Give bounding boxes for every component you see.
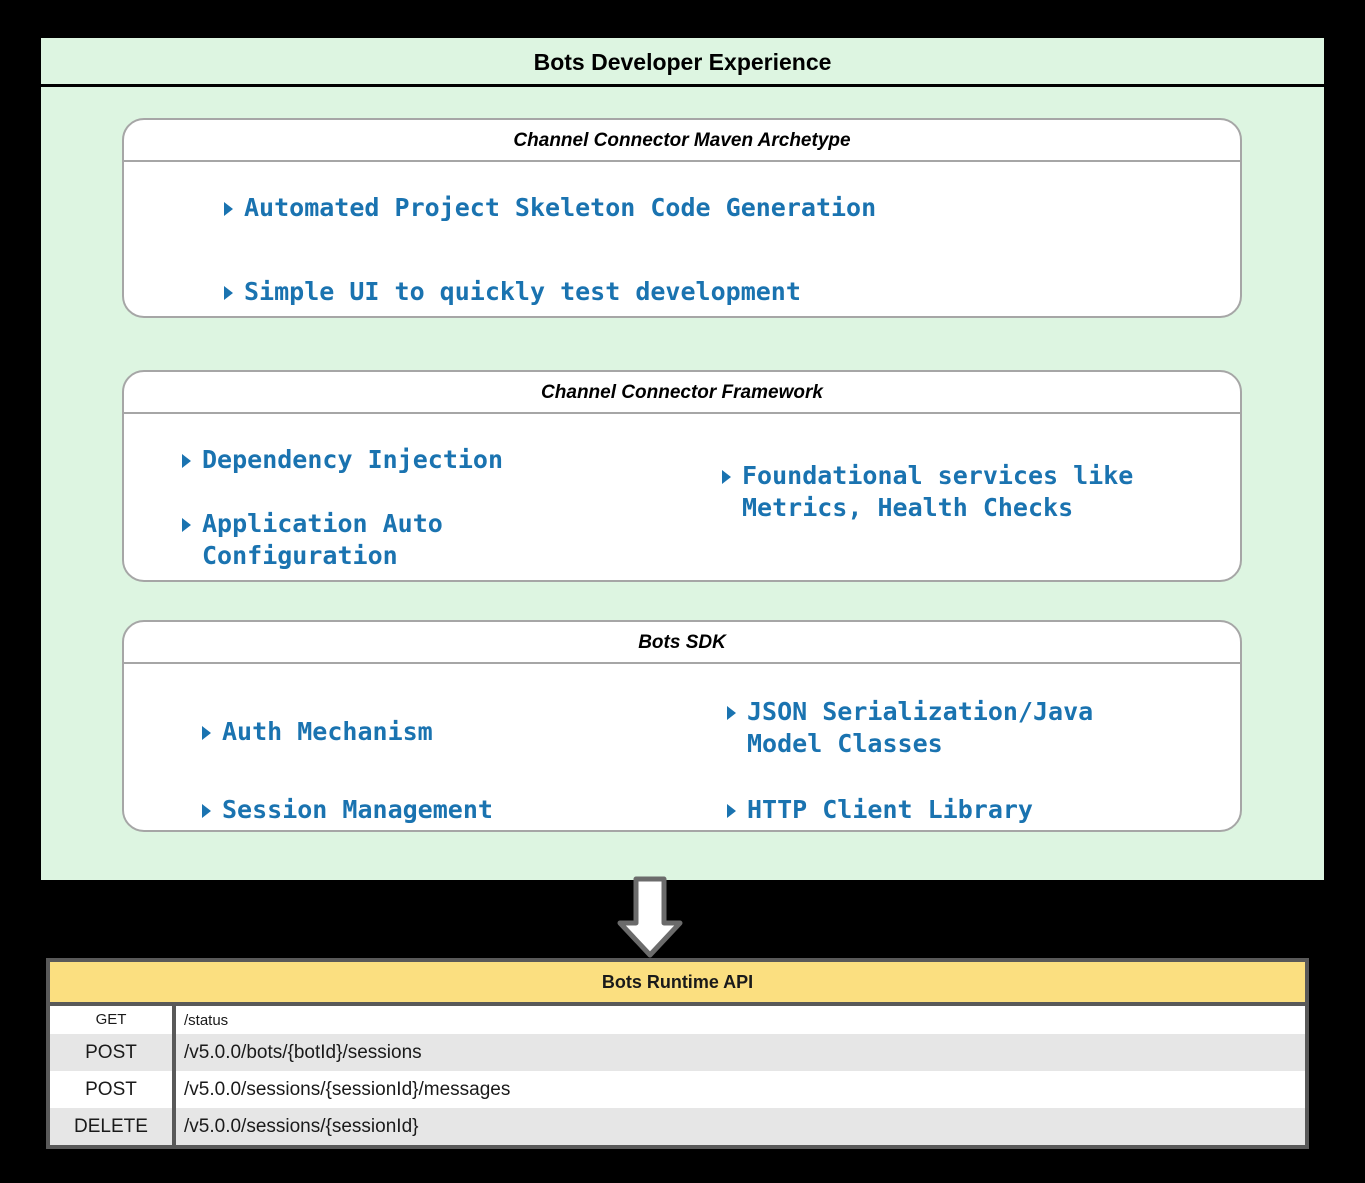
- list-item-label: Auth Mechanism: [222, 717, 433, 746]
- list-item: Session Management: [202, 794, 715, 826]
- http-method-cell: POST: [50, 1071, 176, 1108]
- http-method-cell: GET: [50, 1006, 176, 1034]
- list-item: Simple UI to quickly test development: [224, 276, 1240, 308]
- card-column-right: JSON Serialization/Java Model Classes HT…: [715, 664, 1240, 872]
- http-method-cell: DELETE: [50, 1108, 176, 1145]
- list-item: Dependency Injection: [182, 444, 700, 476]
- card-title: Bots SDK: [124, 622, 1240, 664]
- panel-title: Bots Developer Experience: [41, 38, 1324, 87]
- bots-runtime-api-table: Bots Runtime API GET /status POST /v5.0.…: [46, 958, 1309, 1149]
- table-title: Bots Runtime API: [50, 962, 1305, 1006]
- card-channel-connector-framework: Channel Connector Framework Dependency I…: [122, 370, 1242, 582]
- list-item: Foundational services like Metrics, Heal…: [722, 460, 1240, 524]
- endpoint-path-cell: /v5.0.0/bots/{botId}/sessions: [184, 1041, 422, 1063]
- card-channel-connector-maven-archetype: Channel Connector Maven Archetype Automa…: [122, 118, 1242, 318]
- triangle-bullet-icon: [224, 202, 233, 216]
- triangle-bullet-icon: [722, 470, 731, 484]
- table-row: POST /v5.0.0/bots/{botId}/sessions: [50, 1034, 1305, 1071]
- triangle-bullet-icon: [727, 804, 736, 818]
- list-item-label: Session Management: [222, 795, 493, 824]
- endpoint-path-cell: /v5.0.0/sessions/{sessionId}: [184, 1115, 419, 1137]
- endpoint-path-cell: /status: [184, 1011, 229, 1029]
- list-item-label: Automated Project Skeleton Code Generati…: [244, 193, 877, 222]
- list-item-label: HTTP Client Library: [747, 795, 1033, 824]
- card-title: Channel Connector Framework: [124, 372, 1240, 414]
- triangle-bullet-icon: [182, 518, 191, 532]
- triangle-bullet-icon: [182, 454, 191, 468]
- card-column-right: Foundational services like Metrics, Heal…: [700, 414, 1240, 622]
- table-row: DELETE /v5.0.0/sessions/{sessionId}: [50, 1108, 1305, 1145]
- triangle-bullet-icon: [727, 706, 736, 720]
- triangle-bullet-icon: [224, 286, 233, 300]
- list-item: Application Auto Configuration: [182, 508, 700, 572]
- list-item-label: Dependency Injection: [202, 445, 504, 474]
- card-column-left: Dependency Injection Application Auto Co…: [124, 414, 700, 622]
- list-item: JSON Serialization/Java Model Classes: [727, 696, 1240, 760]
- card-bots-sdk: Bots SDK Auth Mechanism Session Manageme…: [122, 620, 1242, 832]
- list-item-label: Application Auto Configuration: [202, 509, 443, 570]
- triangle-bullet-icon: [202, 726, 211, 740]
- bots-developer-experience-panel: Bots Developer Experience Channel Connec…: [41, 38, 1324, 880]
- card-title: Channel Connector Maven Archetype: [124, 120, 1240, 162]
- list-item-label: JSON Serialization/Java Model Classes: [747, 697, 1094, 758]
- list-item: HTTP Client Library: [727, 794, 1240, 826]
- table-row: GET /status: [50, 1006, 1305, 1034]
- endpoint-path-cell: /v5.0.0/sessions/{sessionId}/messages: [184, 1078, 511, 1100]
- card-body: Automated Project Skeleton Code Generati…: [124, 162, 1240, 316]
- card-body: Auth Mechanism Session Management JSON S…: [124, 664, 1240, 872]
- triangle-bullet-icon: [202, 804, 211, 818]
- http-method-cell: POST: [50, 1034, 176, 1071]
- card-body: Dependency Injection Application Auto Co…: [124, 414, 1240, 622]
- list-item-label: Foundational services like Metrics, Heal…: [742, 461, 1134, 522]
- list-item-label: Simple UI to quickly test development: [244, 277, 801, 306]
- down-arrow-icon: [617, 876, 683, 958]
- list-item: Automated Project Skeleton Code Generati…: [224, 192, 1240, 224]
- list-item: Auth Mechanism: [202, 716, 715, 748]
- table-row: POST /v5.0.0/sessions/{sessionId}/messag…: [50, 1071, 1305, 1108]
- card-column-left: Auth Mechanism Session Management: [124, 664, 715, 872]
